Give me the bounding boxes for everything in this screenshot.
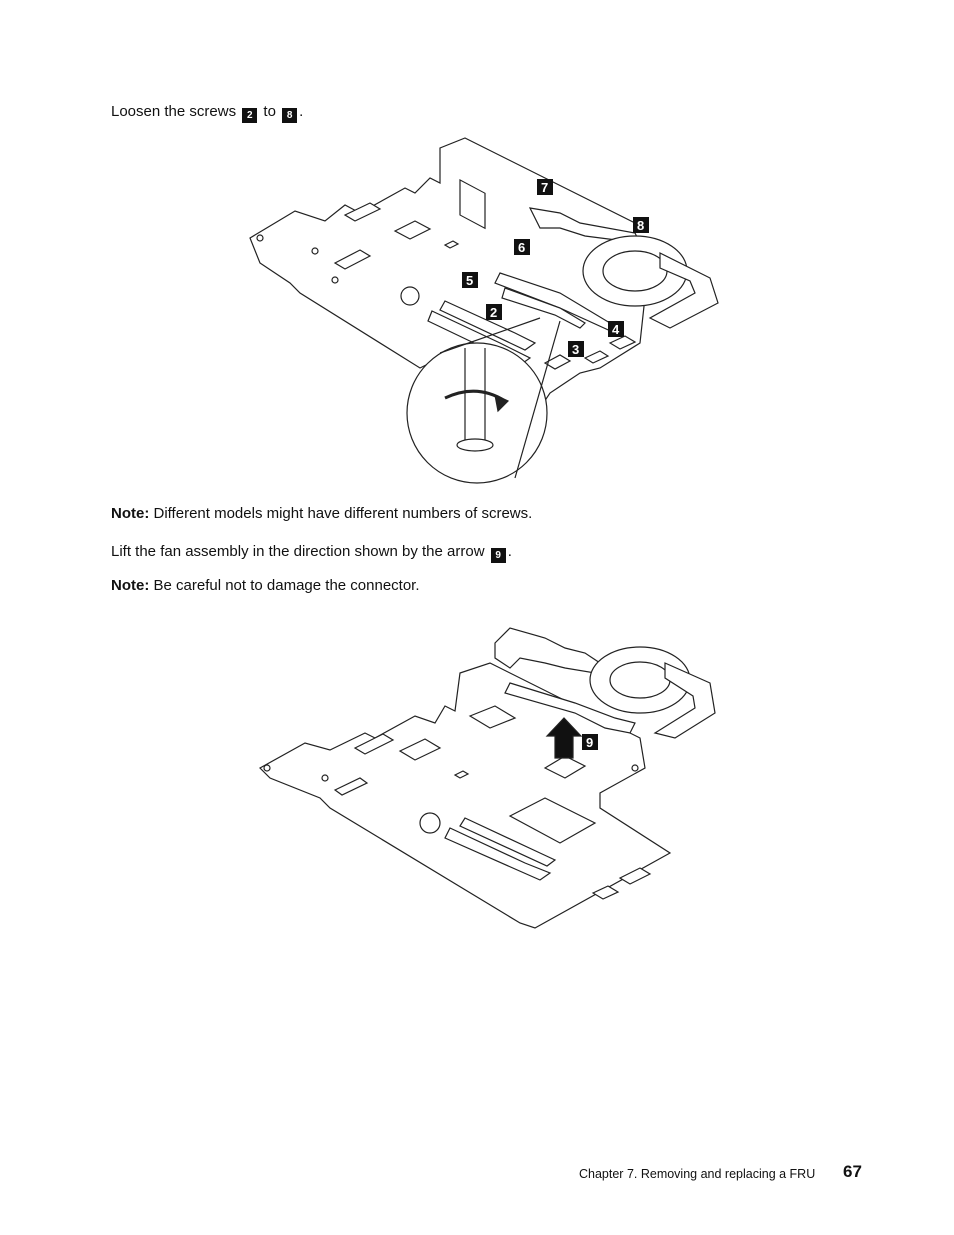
footer-chapter: Chapter 7. Removing and replacing a FRU (579, 1167, 816, 1181)
callout-6-box (514, 239, 530, 255)
callout-6: 6 (518, 240, 525, 255)
note2: Note: Be careful not to damage the conne… (111, 577, 420, 594)
callout-2: 2 (490, 305, 497, 320)
step2-text-before: Lift the fan assembly in the direction s… (111, 543, 485, 560)
step1-text-after: . (299, 103, 304, 120)
callout-5: 5 (466, 273, 473, 288)
callout-7-box (537, 179, 553, 195)
step1-callout-to: 8 (282, 108, 298, 123)
step2-instruction: Lift the fan assembly in the direction s… (111, 543, 512, 563)
callout-2-box (486, 304, 502, 320)
callout-5-box (462, 272, 478, 288)
page-number: 67 (843, 1162, 862, 1181)
callout-4-box (608, 321, 624, 337)
note1: Note: Different models might have differ… (111, 505, 532, 522)
callout-8-box (633, 217, 649, 233)
figure-lift-fan-assembly: 9 (259, 627, 716, 929)
step1-text-before: Loosen the screws (111, 103, 237, 120)
note1-text: Different models might have different nu… (153, 505, 533, 522)
callout-8: 8 (637, 218, 644, 233)
note2-label: Note: (111, 577, 150, 594)
note1-label: Note: (111, 505, 150, 522)
callout-3: 3 (572, 342, 579, 357)
callout-9-box (582, 734, 598, 750)
step2-text-after: . (507, 543, 512, 560)
figure1-callouts: 7 8 6 5 2 4 3 (462, 179, 649, 357)
step2-callout: 9 (490, 548, 506, 563)
figure-loosen-screws: 7 8 6 5 2 4 3 (249, 137, 719, 484)
callout-3-box (568, 341, 584, 357)
callout-4: 4 (612, 322, 620, 337)
figure2-callouts: 9 (582, 734, 598, 750)
callout-9: 9 (586, 735, 593, 750)
step1-instruction: Loosen the screws 2 to 8. (111, 103, 303, 123)
note2-text: Be careful not to damage the connector. (153, 577, 420, 594)
step1-callout-from: 2 (242, 108, 258, 123)
step1-text-mid: to (263, 103, 276, 120)
callout-7: 7 (541, 180, 548, 195)
